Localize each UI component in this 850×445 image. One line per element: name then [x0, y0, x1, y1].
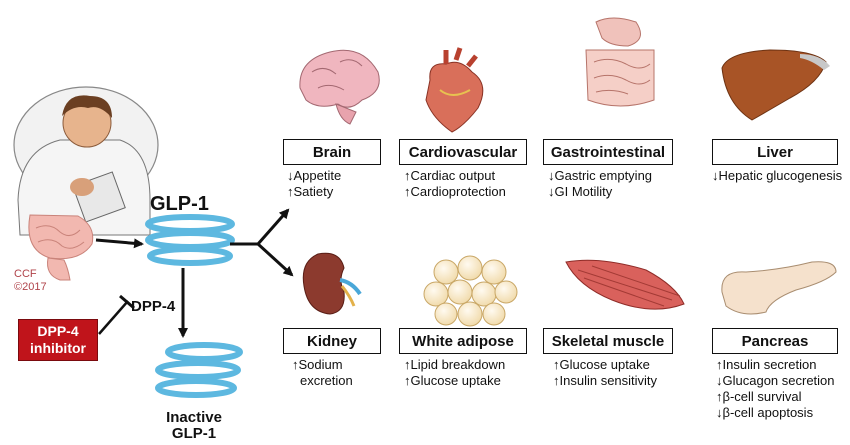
effect-line: ↑Sodium: [292, 357, 343, 372]
glp1-title: GLP-1: [150, 193, 209, 215]
cardiovascular-effects: ↑Cardiac output ↑Cardioprotection: [404, 168, 506, 200]
liver-effects: ↓Hepatic glucogenesis: [712, 168, 842, 184]
inactive-label-line1: Inactive: [166, 409, 222, 426]
inactive-glp1-label: Inactive GLP-1: [164, 410, 224, 442]
white-adipose-effects: ↑Lipid breakdown ↑Glucose uptake: [404, 357, 505, 389]
white-adipose-icon: [423, 255, 518, 327]
effect-line: ↑β-cell survival: [716, 389, 802, 404]
pancreas-effects: ↑Insulin secretion ↓Glucagon secretion ↑…: [716, 357, 835, 421]
credit: CCF ©2017: [14, 268, 47, 294]
pancreas-label: Pancreas: [712, 328, 838, 354]
inhibitor-line2: inhibitor: [30, 340, 86, 356]
person-illustration: [13, 86, 159, 281]
effect-line: ↓Appetite: [287, 168, 342, 183]
gastrointestinal-icon: [585, 17, 655, 107]
brain-effects: ↓Appetite ↑Satiety: [287, 168, 341, 200]
inhibition-bar: [119, 294, 135, 310]
credit-line2: ©2017: [14, 281, 47, 293]
effect-line: ↑Cardiac output: [404, 168, 496, 183]
kidney-icon: [302, 252, 362, 315]
arrow-to-lower: [256, 242, 294, 277]
arrow-to-glp1: [95, 238, 144, 249]
effect-line: ↓GI Motility: [548, 184, 613, 199]
pancreas-icon: [721, 261, 837, 315]
effect-line: ↑Lipid breakdown: [404, 357, 506, 372]
effect-line: ↑Satiety: [287, 184, 334, 199]
inactive-glp1-icon: [155, 342, 243, 398]
effect-line: ↑Glucose uptake: [553, 357, 650, 372]
effect-line: ↑Cardioprotection: [404, 184, 506, 199]
glp1-peptide-icon: [145, 214, 235, 266]
inhibition-line: [98, 300, 129, 335]
effect-line: excretion: [300, 373, 353, 388]
kidney-label: Kidney: [283, 328, 381, 354]
skeletal-muscle-icon: [565, 259, 685, 310]
gastrointestinal-effects: ↓Gastric emptying ↓GI Motility: [548, 168, 652, 200]
effect-line: ↑Insulin sensitivity: [553, 373, 658, 388]
dpp4-inhibitor-box: DPP-4 inhibitor: [18, 319, 98, 361]
effect-line: ↓Glucagon secretion: [716, 373, 835, 388]
kidney-effects: ↑Sodium excretion: [292, 357, 353, 389]
effect-line: ↓Hepatic glucogenesis: [712, 168, 843, 183]
credit-line1: CCF: [14, 268, 37, 280]
white-adipose-label: White adipose: [399, 328, 527, 354]
heart-icon: [425, 47, 484, 133]
brain-label: Brain: [283, 139, 381, 165]
effect-line: ↑Glucose uptake: [404, 373, 501, 388]
liver-label: Liver: [712, 139, 838, 165]
effect-line: ↓β-cell apoptosis: [716, 405, 814, 420]
dpp4-label: DPP-4: [131, 298, 176, 315]
effect-line: ↑Insulin secretion: [716, 357, 817, 372]
brain-icon: [299, 49, 380, 125]
arrow-to-upper: [256, 208, 290, 245]
skeletal-muscle-effects: ↑Glucose uptake ↑Insulin sensitivity: [553, 357, 657, 389]
skeletal-muscle-label: Skeletal muscle: [543, 328, 673, 354]
liver-icon: [721, 49, 830, 121]
inhibitor-line1: DPP-4: [37, 323, 79, 339]
cardiovascular-label: Cardiovascular: [399, 139, 527, 165]
effect-line: ↓Gastric emptying: [548, 168, 653, 183]
gastrointestinal-label: Gastrointestinal: [543, 139, 673, 165]
inactive-label-line2: GLP-1: [171, 425, 217, 442]
